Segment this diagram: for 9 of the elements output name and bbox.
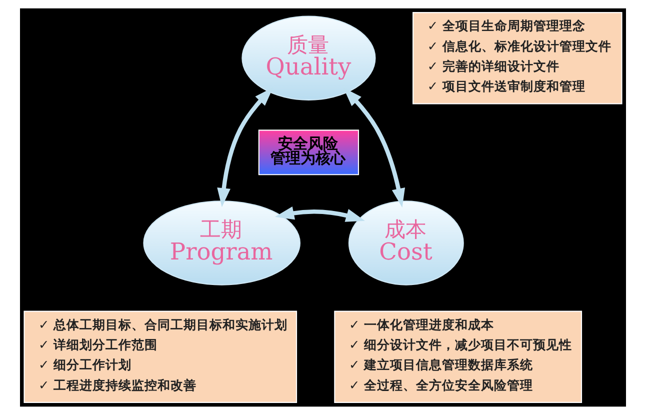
arrow [343,88,406,208]
arrow [274,206,365,222]
node-box: 安全风险管理为核心 [258,130,360,176]
node-ellipse: 质量 Quality [242,16,376,100]
node-box: ✓ 一体化管理进度和成本 ✓ 细分设计文件，减少项目不可预见性 ✓ 建立项目信息管理数据库系统 ✓ 全过程、全方位安全风险管理 [334,310,582,403]
node-box: ✓ 全项目生命周期管理理念 ✓ 信息化、标准化设计管理文件 ✓ 完善的详细设计文件 ✓ 项目文件送审制度和管理 [412,12,622,104]
node-ellipse: 成本 Cost [348,200,464,286]
node-ellipse: 工期 Program [143,200,300,286]
node-box: ✓ 总体工期目标、合同工期目标和实施计划 ✓ 详细划分工作范围 ✓ 细分工作计划 ✓ 工程进度持续监控和改善 [24,310,298,403]
